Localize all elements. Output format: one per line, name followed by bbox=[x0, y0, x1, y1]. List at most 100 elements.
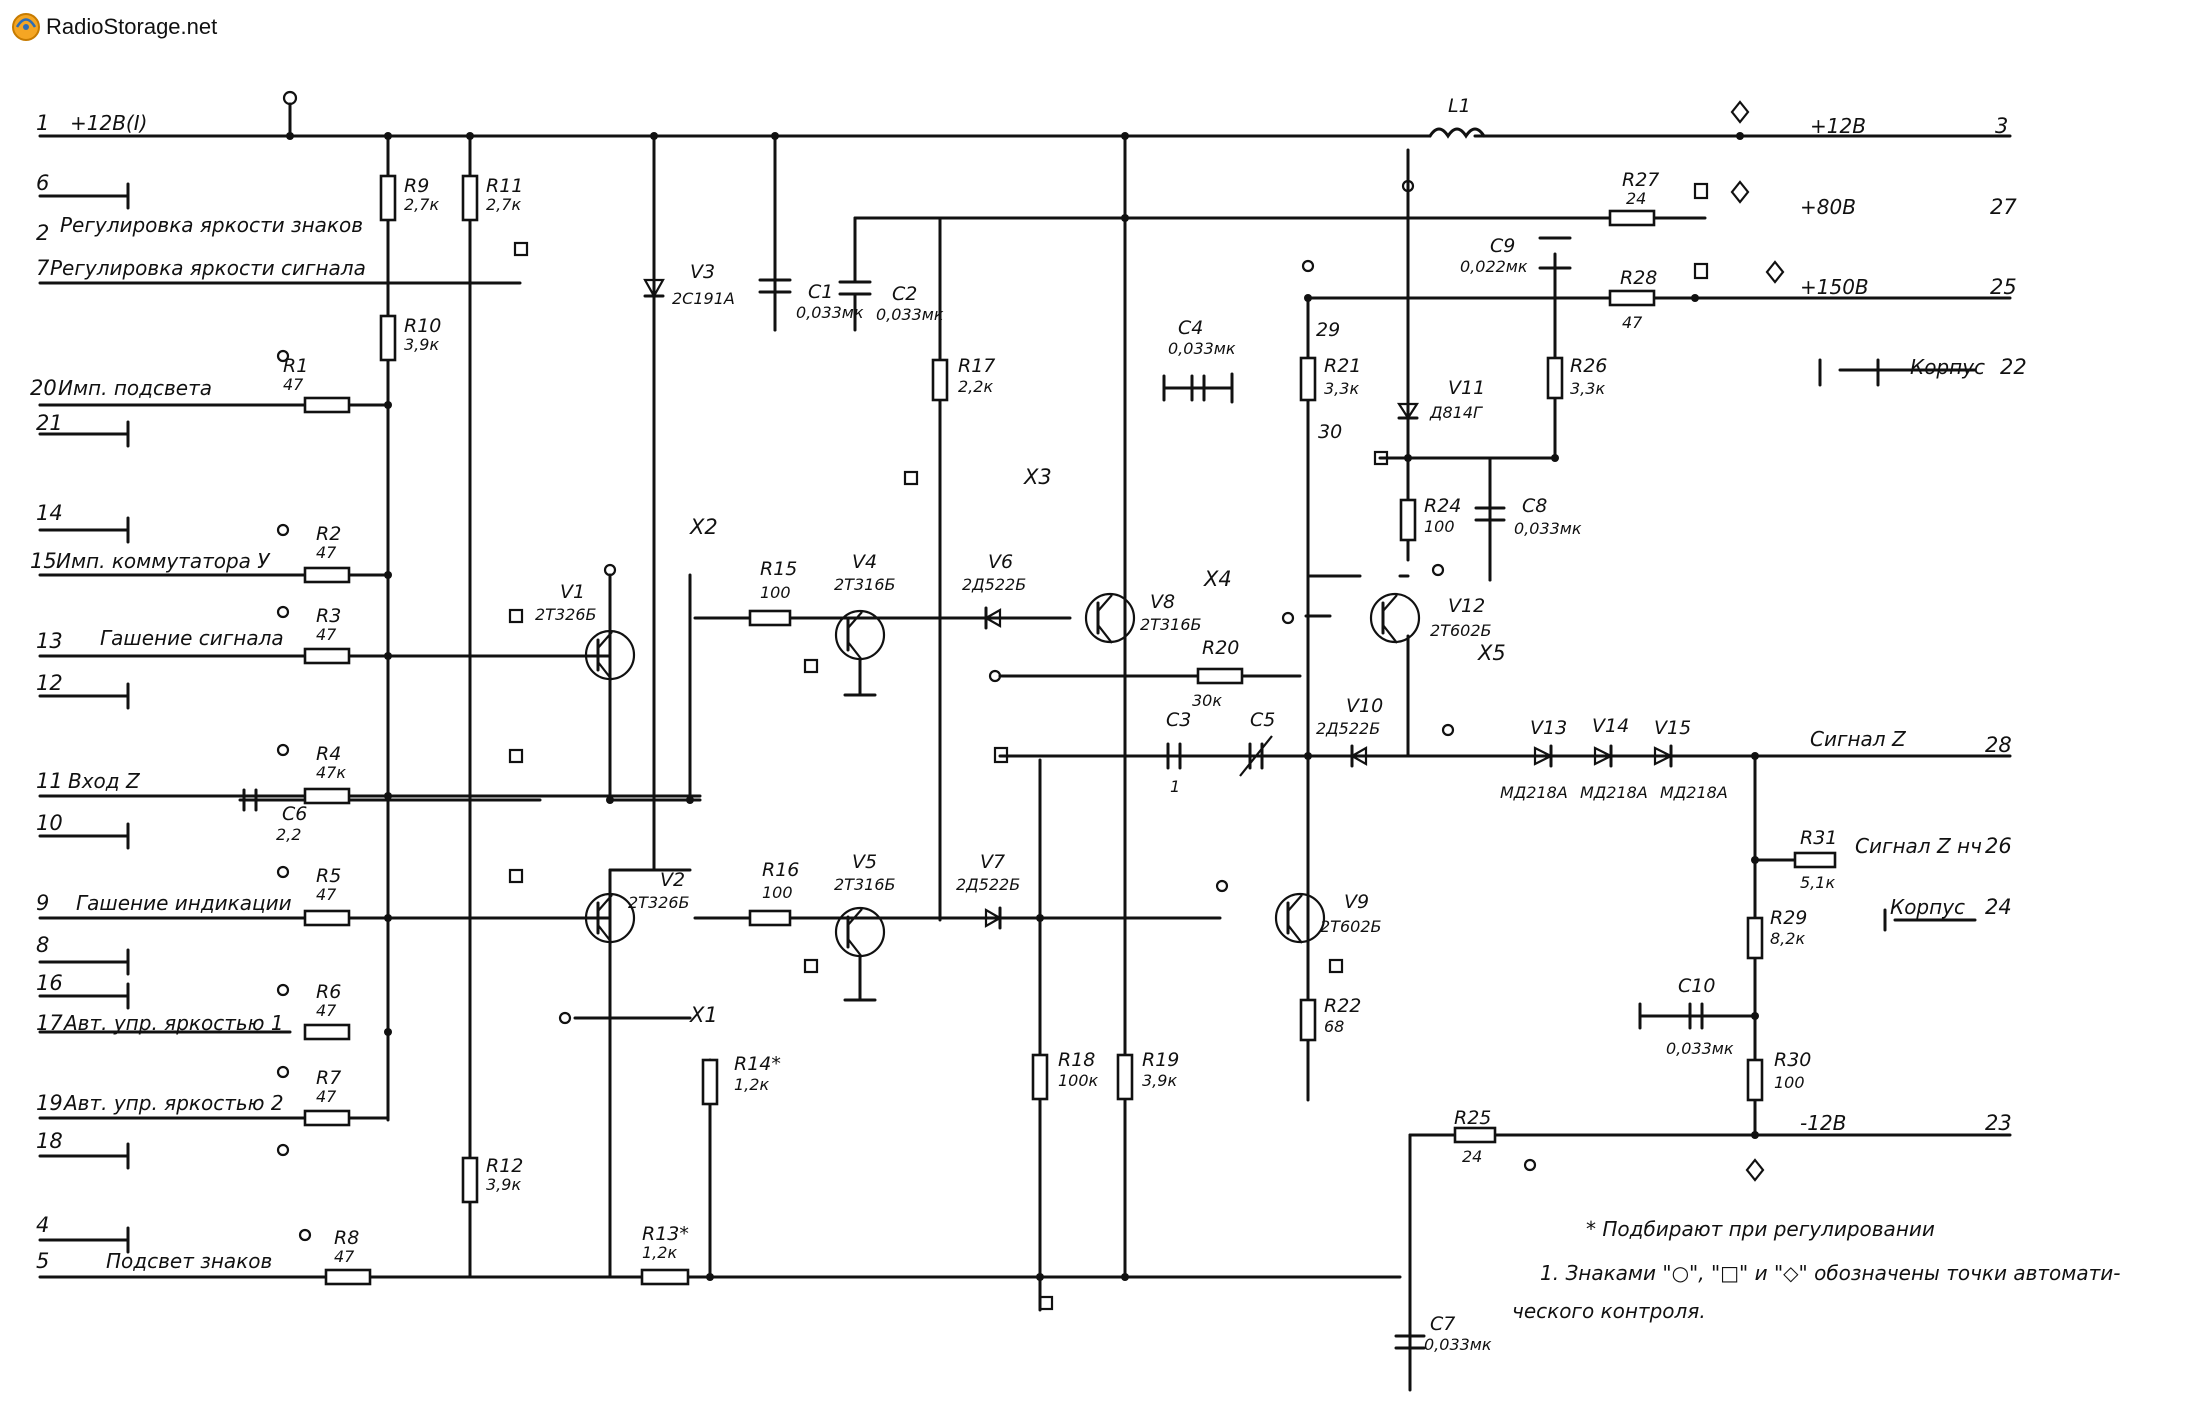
resistor-value: 8,2к bbox=[1770, 929, 1805, 948]
resistor-ref: R15 bbox=[760, 558, 797, 580]
pin-label: 2 bbox=[36, 221, 49, 245]
pin-label: 10 bbox=[36, 811, 63, 835]
resistor-value: 47 bbox=[316, 625, 337, 644]
resistor-value: 2,2к bbox=[958, 377, 993, 396]
resistor-value: 30к bbox=[1192, 691, 1222, 710]
semiconductor-type: 2Т326Б bbox=[628, 893, 689, 912]
semiconductor-type: 2Т326Б bbox=[535, 605, 596, 624]
signal-label: Авт. упр. яркостью 1 bbox=[62, 1011, 284, 1035]
test-point: X2 bbox=[689, 515, 718, 539]
pin-label: 4 bbox=[36, 1213, 49, 1237]
resistor-ref: R10 bbox=[404, 315, 441, 337]
semiconductor-ref: V1 bbox=[560, 581, 585, 603]
signal-label: +150В bbox=[1800, 275, 1869, 299]
pin-label: 8 bbox=[36, 933, 49, 957]
semiconductor-type: 2Д522Б bbox=[1316, 719, 1380, 738]
resistor-ref: R5 bbox=[316, 865, 341, 887]
pin-label: 6 bbox=[36, 171, 49, 195]
resistor-value: 100к bbox=[1058, 1071, 1099, 1090]
semiconductor-ref: V3 bbox=[690, 261, 715, 283]
resistor-ref: R18 bbox=[1058, 1049, 1095, 1071]
semiconductor-type: 2Т602Б bbox=[1320, 917, 1381, 936]
semiconductor-type: 2Т316Б bbox=[834, 575, 895, 594]
resistor-value: 47 bbox=[283, 375, 304, 394]
signal-label: Сигнал Z нч bbox=[1855, 834, 1982, 858]
semiconductor-type: МД218А bbox=[1500, 783, 1568, 802]
capacitor-ref: C10 bbox=[1678, 975, 1715, 997]
output-labels: +12В 3 +80В 27 +150В 25 Корпус 22 Сигнал… bbox=[1800, 114, 2027, 1135]
semiconductor-type: 2Т316Б bbox=[1140, 615, 1201, 634]
semiconductor-ref: V13 bbox=[1530, 717, 1567, 739]
resistor-ref: R21 bbox=[1324, 355, 1361, 377]
capacitor-symbols bbox=[242, 236, 1704, 1350]
pin-label: 27 bbox=[1990, 195, 2017, 219]
note-line: ческого контроля. bbox=[1512, 1299, 1706, 1323]
resistor-value: 3,3к bbox=[1324, 379, 1359, 398]
resistor-value: 3,9к bbox=[404, 335, 439, 354]
resistor-ref: R11 bbox=[486, 175, 523, 197]
resistor-ref: R28 bbox=[1620, 267, 1657, 289]
semiconductor-type: МД218А bbox=[1580, 783, 1648, 802]
junctions bbox=[286, 132, 1759, 1281]
transistor-symbols bbox=[584, 592, 1421, 1002]
resistor-ref: R7 bbox=[316, 1067, 341, 1089]
pin-label: 1 bbox=[36, 111, 49, 135]
pin-label: 23 bbox=[1985, 1111, 2012, 1135]
test-point: X4 bbox=[1203, 567, 1232, 591]
semiconductor-ref: V2 bbox=[660, 869, 685, 891]
semiconductor-ref: V5 bbox=[852, 851, 877, 873]
semiconductor-ref: V15 bbox=[1654, 717, 1691, 739]
resistor-bodies bbox=[303, 174, 1837, 1286]
resistor-ref: R9 bbox=[404, 175, 429, 197]
test-point: X1 bbox=[689, 1003, 718, 1027]
input-labels: 1 +12В(I) 6 2 Регулировка яркости знаков… bbox=[30, 111, 366, 1273]
capacitor-labels: C1 0,033мк C2 0,033мк C3 1 C4 0,033мк C5… bbox=[276, 235, 1734, 1354]
test-point: X5 bbox=[1477, 641, 1506, 665]
capacitor-value: 0,033мк bbox=[1666, 1039, 1734, 1058]
note-line: * Подбирают при регулировании bbox=[1586, 1217, 1935, 1241]
resistor-ref: R2 bbox=[316, 523, 341, 545]
resistor-ref: R25 bbox=[1454, 1107, 1491, 1129]
pin-label: 20 bbox=[30, 376, 57, 400]
resistor-value: 47 bbox=[334, 1247, 355, 1266]
inductor-ref: L1 bbox=[1448, 95, 1471, 117]
capacitor-ref: C1 bbox=[808, 281, 833, 303]
capacitor-value: 0,033мк bbox=[796, 303, 864, 322]
resistor-value: 5,1к bbox=[1800, 873, 1835, 892]
resistor-value: 2,7к bbox=[486, 195, 521, 214]
signal-label: Имп. коммутатора У bbox=[56, 549, 271, 573]
capacitor-ref: C4 bbox=[1178, 317, 1203, 339]
inductor-l1 bbox=[1428, 127, 1486, 139]
resistor-value: 47 bbox=[1622, 313, 1643, 332]
pin-label: 14 bbox=[36, 501, 63, 525]
notes: * Подбирают при регулировании 1. Знаками… bbox=[1512, 1217, 2120, 1323]
signal-label: Регулировка яркости знаков bbox=[60, 213, 363, 237]
resistor-ref: R12 bbox=[486, 1155, 523, 1177]
signal-label: Корпус bbox=[1910, 355, 1985, 379]
resistor-ref: R1 bbox=[283, 355, 308, 377]
signal-label: Регулировка яркости сигнала bbox=[50, 256, 366, 280]
semiconductor-labels: V1 2Т326Б V2 2Т326Б V3 2С191А V4 2Т316Б … bbox=[535, 261, 1728, 936]
signal-label: +80В bbox=[1800, 195, 1856, 219]
semiconductor-ref: V9 bbox=[1344, 891, 1369, 913]
signal-label: -12В bbox=[1800, 1111, 1846, 1135]
signal-label: Гашение индикации bbox=[76, 891, 292, 915]
pin-label: 16 bbox=[36, 971, 63, 995]
semiconductor-ref: V11 bbox=[1448, 377, 1485, 399]
semiconductor-type: 2С191А bbox=[672, 289, 735, 308]
capacitor-ref: C3 bbox=[1166, 709, 1191, 731]
pin-label: 28 bbox=[1985, 733, 2012, 757]
watermark-site[interactable]: RadioStorage.net bbox=[46, 14, 217, 39]
resistor-value: 24 bbox=[1626, 189, 1646, 208]
signal-label: Сигнал Z bbox=[1810, 727, 1907, 751]
signal-label: +12В bbox=[1810, 114, 1866, 138]
resistor-ref: R20 bbox=[1202, 637, 1239, 659]
resistor-value: 100 bbox=[1424, 517, 1455, 536]
resistor-ref: R8 bbox=[334, 1227, 359, 1249]
pin-label: 13 bbox=[36, 629, 63, 653]
capacitor-ref: C5 bbox=[1250, 709, 1275, 731]
resistor-value: 2,7к bbox=[404, 195, 439, 214]
pin-label: 5 bbox=[36, 1249, 49, 1273]
pin-label: 22 bbox=[2000, 355, 2027, 379]
